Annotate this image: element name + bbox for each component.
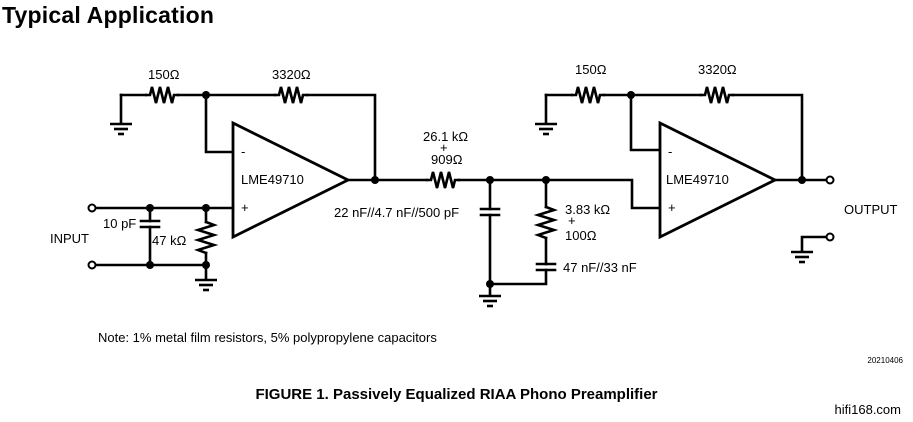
inv-sign: - bbox=[241, 144, 245, 159]
r-shunt-2-label: 100Ω bbox=[565, 228, 597, 243]
resistor-150-stage2 bbox=[570, 86, 606, 104]
noninv-sign: + bbox=[668, 200, 676, 215]
opamp-label: LME49710 bbox=[666, 172, 729, 187]
cap-series-label: 47 nF//33 nF bbox=[563, 260, 637, 275]
r-series-1-label: 26.1 kΩ bbox=[423, 129, 468, 144]
output-label: OUTPUT bbox=[844, 202, 898, 217]
ground-symbol bbox=[193, 278, 219, 292]
resistor-shunt bbox=[533, 205, 559, 240]
input-label: INPUT bbox=[50, 231, 89, 246]
resistor-3320-stage1 bbox=[273, 86, 309, 104]
stage2: - + LME49710 OUTPUT 150Ω 3320Ω bbox=[533, 62, 898, 264]
opamp-stage2 bbox=[658, 120, 779, 240]
figure-number: 20210406 bbox=[867, 356, 903, 365]
input-network: INPUT 10 pF 47 kΩ bbox=[50, 203, 235, 292]
resistor-3320-stage2 bbox=[699, 86, 735, 104]
r-series-2-label: 909Ω bbox=[431, 152, 463, 167]
opamp-label: LME49710 bbox=[241, 172, 304, 187]
r-ground-label: 150Ω bbox=[575, 62, 607, 77]
resistor-47k bbox=[193, 220, 219, 255]
r-ground-label: 150Ω bbox=[148, 67, 180, 82]
note: Note: 1% metal film resistors, 5% polypr… bbox=[98, 330, 437, 345]
section-title: Typical Application bbox=[2, 2, 215, 28]
plus-sign: + bbox=[440, 140, 448, 155]
input-terminal-hot bbox=[87, 203, 97, 213]
riaa-network: 26.1 kΩ + 909Ω 22 nF//4.7 nF//500 pF 3.8… bbox=[334, 129, 662, 308]
stage1: - + LME49710 150Ω 3320Ω bbox=[108, 67, 429, 240]
opamp-stage1 bbox=[231, 120, 352, 240]
output-terminal-hot bbox=[825, 175, 835, 185]
output-terminal-cold bbox=[825, 232, 835, 242]
resistor-series bbox=[425, 171, 461, 189]
res-47k-label: 47 kΩ bbox=[152, 233, 187, 248]
capacitor-series bbox=[535, 262, 557, 272]
cap-10pf-label: 10 pF bbox=[103, 216, 136, 231]
ground-symbol bbox=[108, 122, 134, 136]
r-feedback-label: 3320Ω bbox=[698, 62, 737, 77]
input-terminal-cold bbox=[87, 260, 97, 270]
r-feedback-label: 3320Ω bbox=[272, 67, 311, 82]
resistor-150-stage1 bbox=[144, 86, 180, 104]
figure-caption: FIGURE 1. Passively Equalized RIAA Phono… bbox=[255, 386, 658, 403]
ground-symbol bbox=[533, 122, 559, 136]
watermark: hifi168.com bbox=[834, 402, 901, 417]
noninv-sign: + bbox=[241, 200, 249, 215]
ground-symbol bbox=[789, 250, 815, 264]
ground-symbol bbox=[477, 294, 503, 308]
r-shunt-1-label: 3.83 kΩ bbox=[565, 202, 610, 217]
plus-sign: + bbox=[568, 213, 576, 228]
cap-shunt-label: 22 nF//4.7 nF//500 pF bbox=[334, 205, 459, 220]
inv-sign: - bbox=[668, 144, 672, 159]
